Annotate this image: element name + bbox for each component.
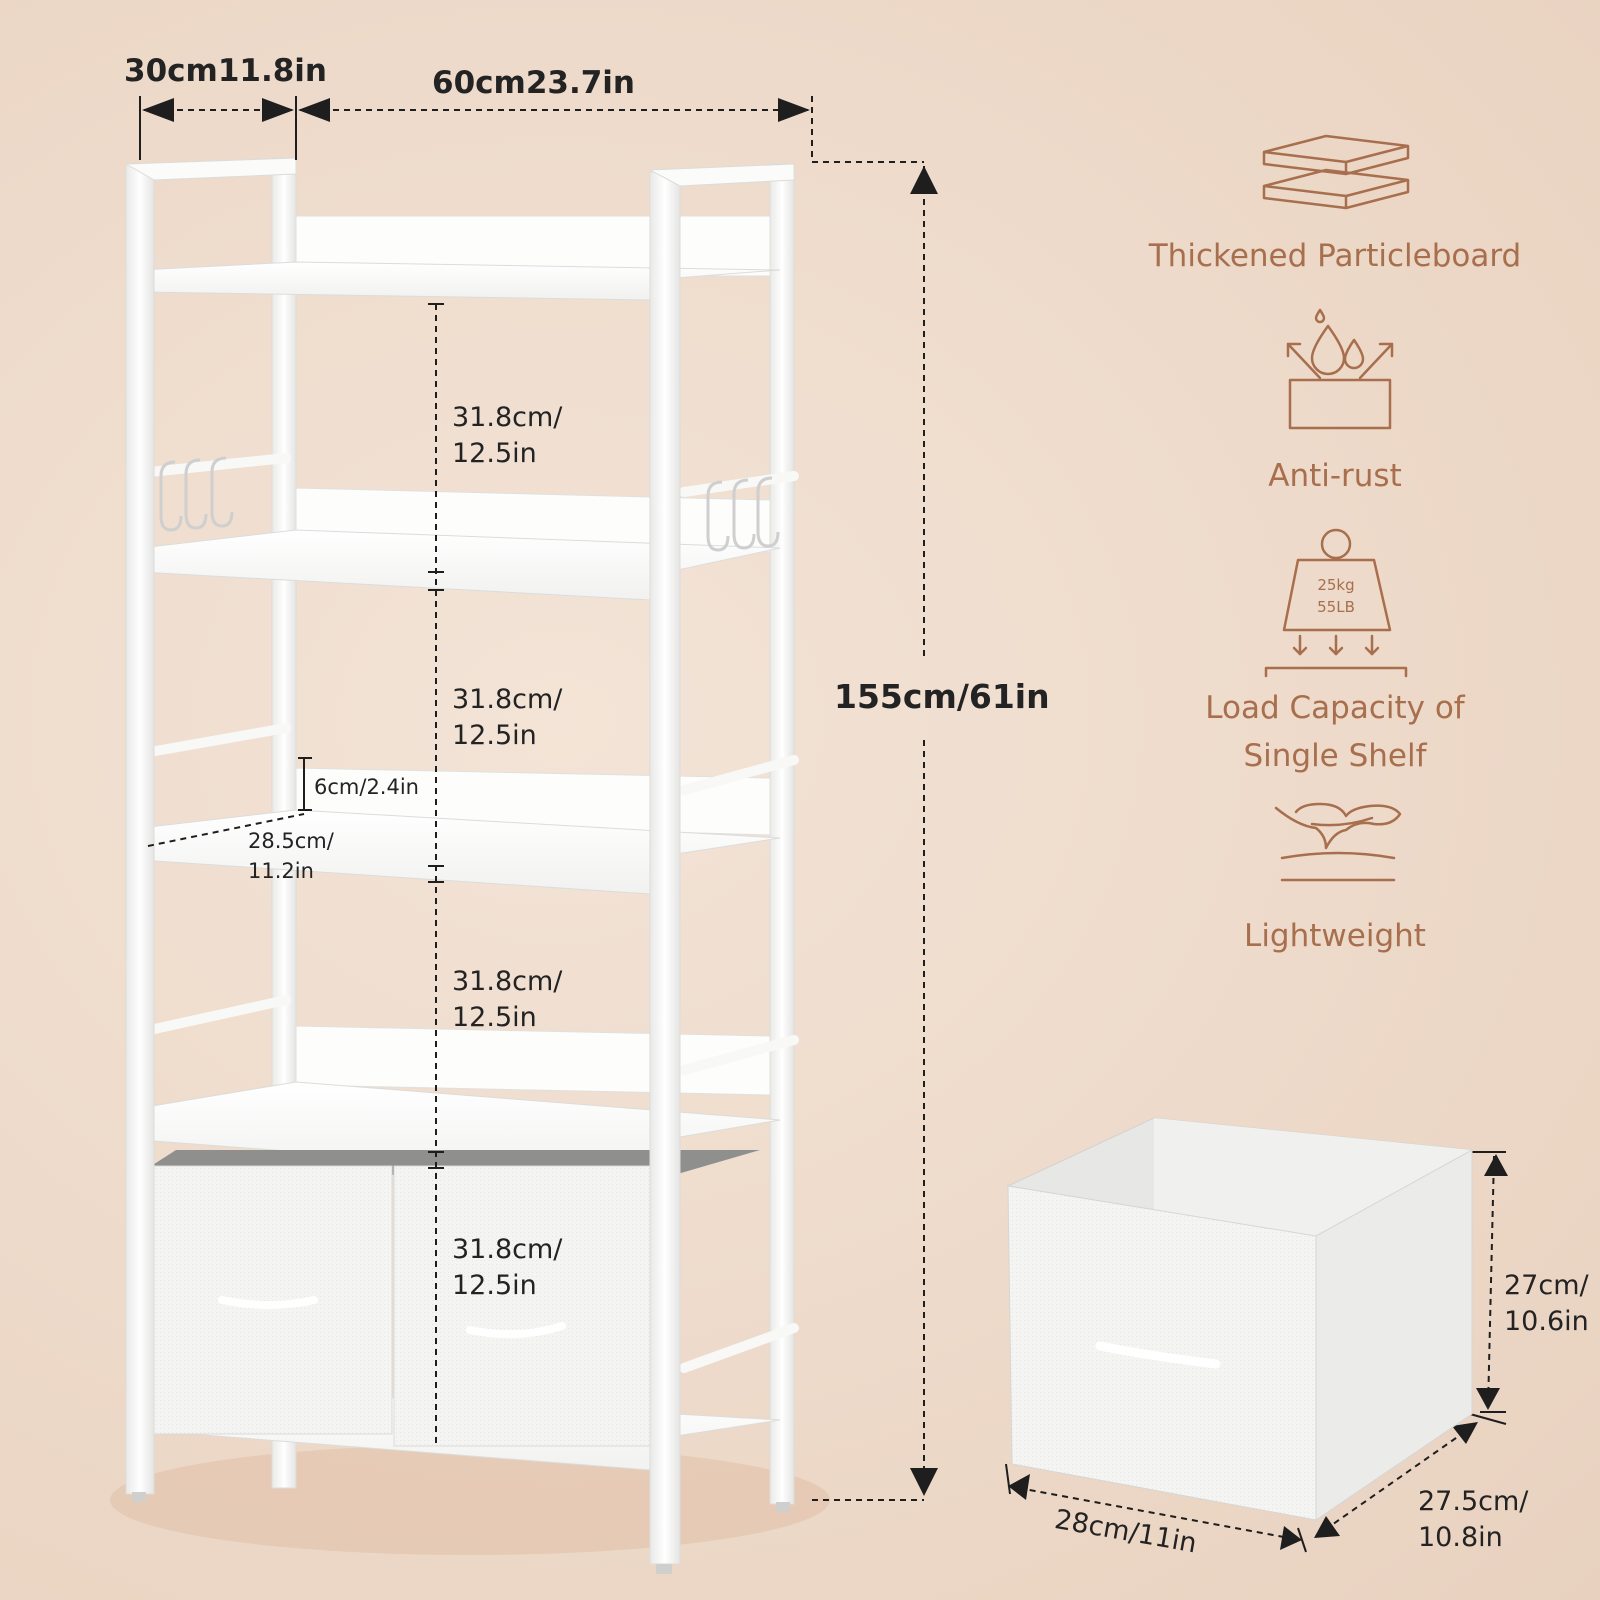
height-label: 155cm/61in — [834, 677, 1050, 716]
weight-icon: 25kg 55LB — [1264, 528, 1408, 678]
front-left-post — [125, 163, 155, 1495]
dimension-lines — [139, 96, 1507, 1553]
s-hooks — [159, 456, 780, 552]
layered-boards-icon — [1262, 134, 1410, 210]
drawer-bins — [147, 1150, 760, 1447]
shelf-gap-label-2: 31.8cm/12.5in — [452, 684, 563, 751]
top-left-bar — [124, 157, 297, 181]
floor-shadow — [110, 1445, 830, 1555]
top-right-bar — [648, 163, 795, 187]
side-rails — [145, 453, 799, 1373]
shelf-gap-label-3: 31.8cm/12.5in — [452, 966, 563, 1033]
storage-bin — [1006, 1117, 1474, 1521]
feature-lightweight-label: Lightweight — [1244, 918, 1426, 954]
bin-depth-label: 27.5cm/10.8in — [1418, 1486, 1529, 1553]
dimension-arrowheads — [142, 98, 1508, 1550]
feature-anti-rust-label: Anti-rust — [1268, 458, 1402, 494]
water-drops-icon — [1286, 308, 1394, 430]
feather-icon — [1274, 802, 1402, 882]
width-label: 60cm23.7in — [432, 65, 635, 101]
weight-lb-text: 55LB — [1317, 598, 1355, 616]
front-right-post — [649, 171, 681, 1565]
shelf-gap-label-4: 31.8cm/12.5in — [452, 1234, 563, 1301]
guard-height-label: 6cm/2.4in — [314, 775, 419, 799]
feature-particleboard-label: Thickened Particleboard — [1148, 238, 1522, 274]
depth-label: 30cm11.8in — [124, 53, 327, 89]
shelf-gap-label-1: 31.8cm/12.5in — [452, 402, 563, 469]
shelf-depth-label: 28.5cm/11.2in — [248, 829, 334, 883]
bin-height-label: 27cm/10.6in — [1504, 1270, 1589, 1337]
back-right-post — [769, 163, 795, 1505]
weight-kg-text: 25kg — [1317, 576, 1354, 594]
